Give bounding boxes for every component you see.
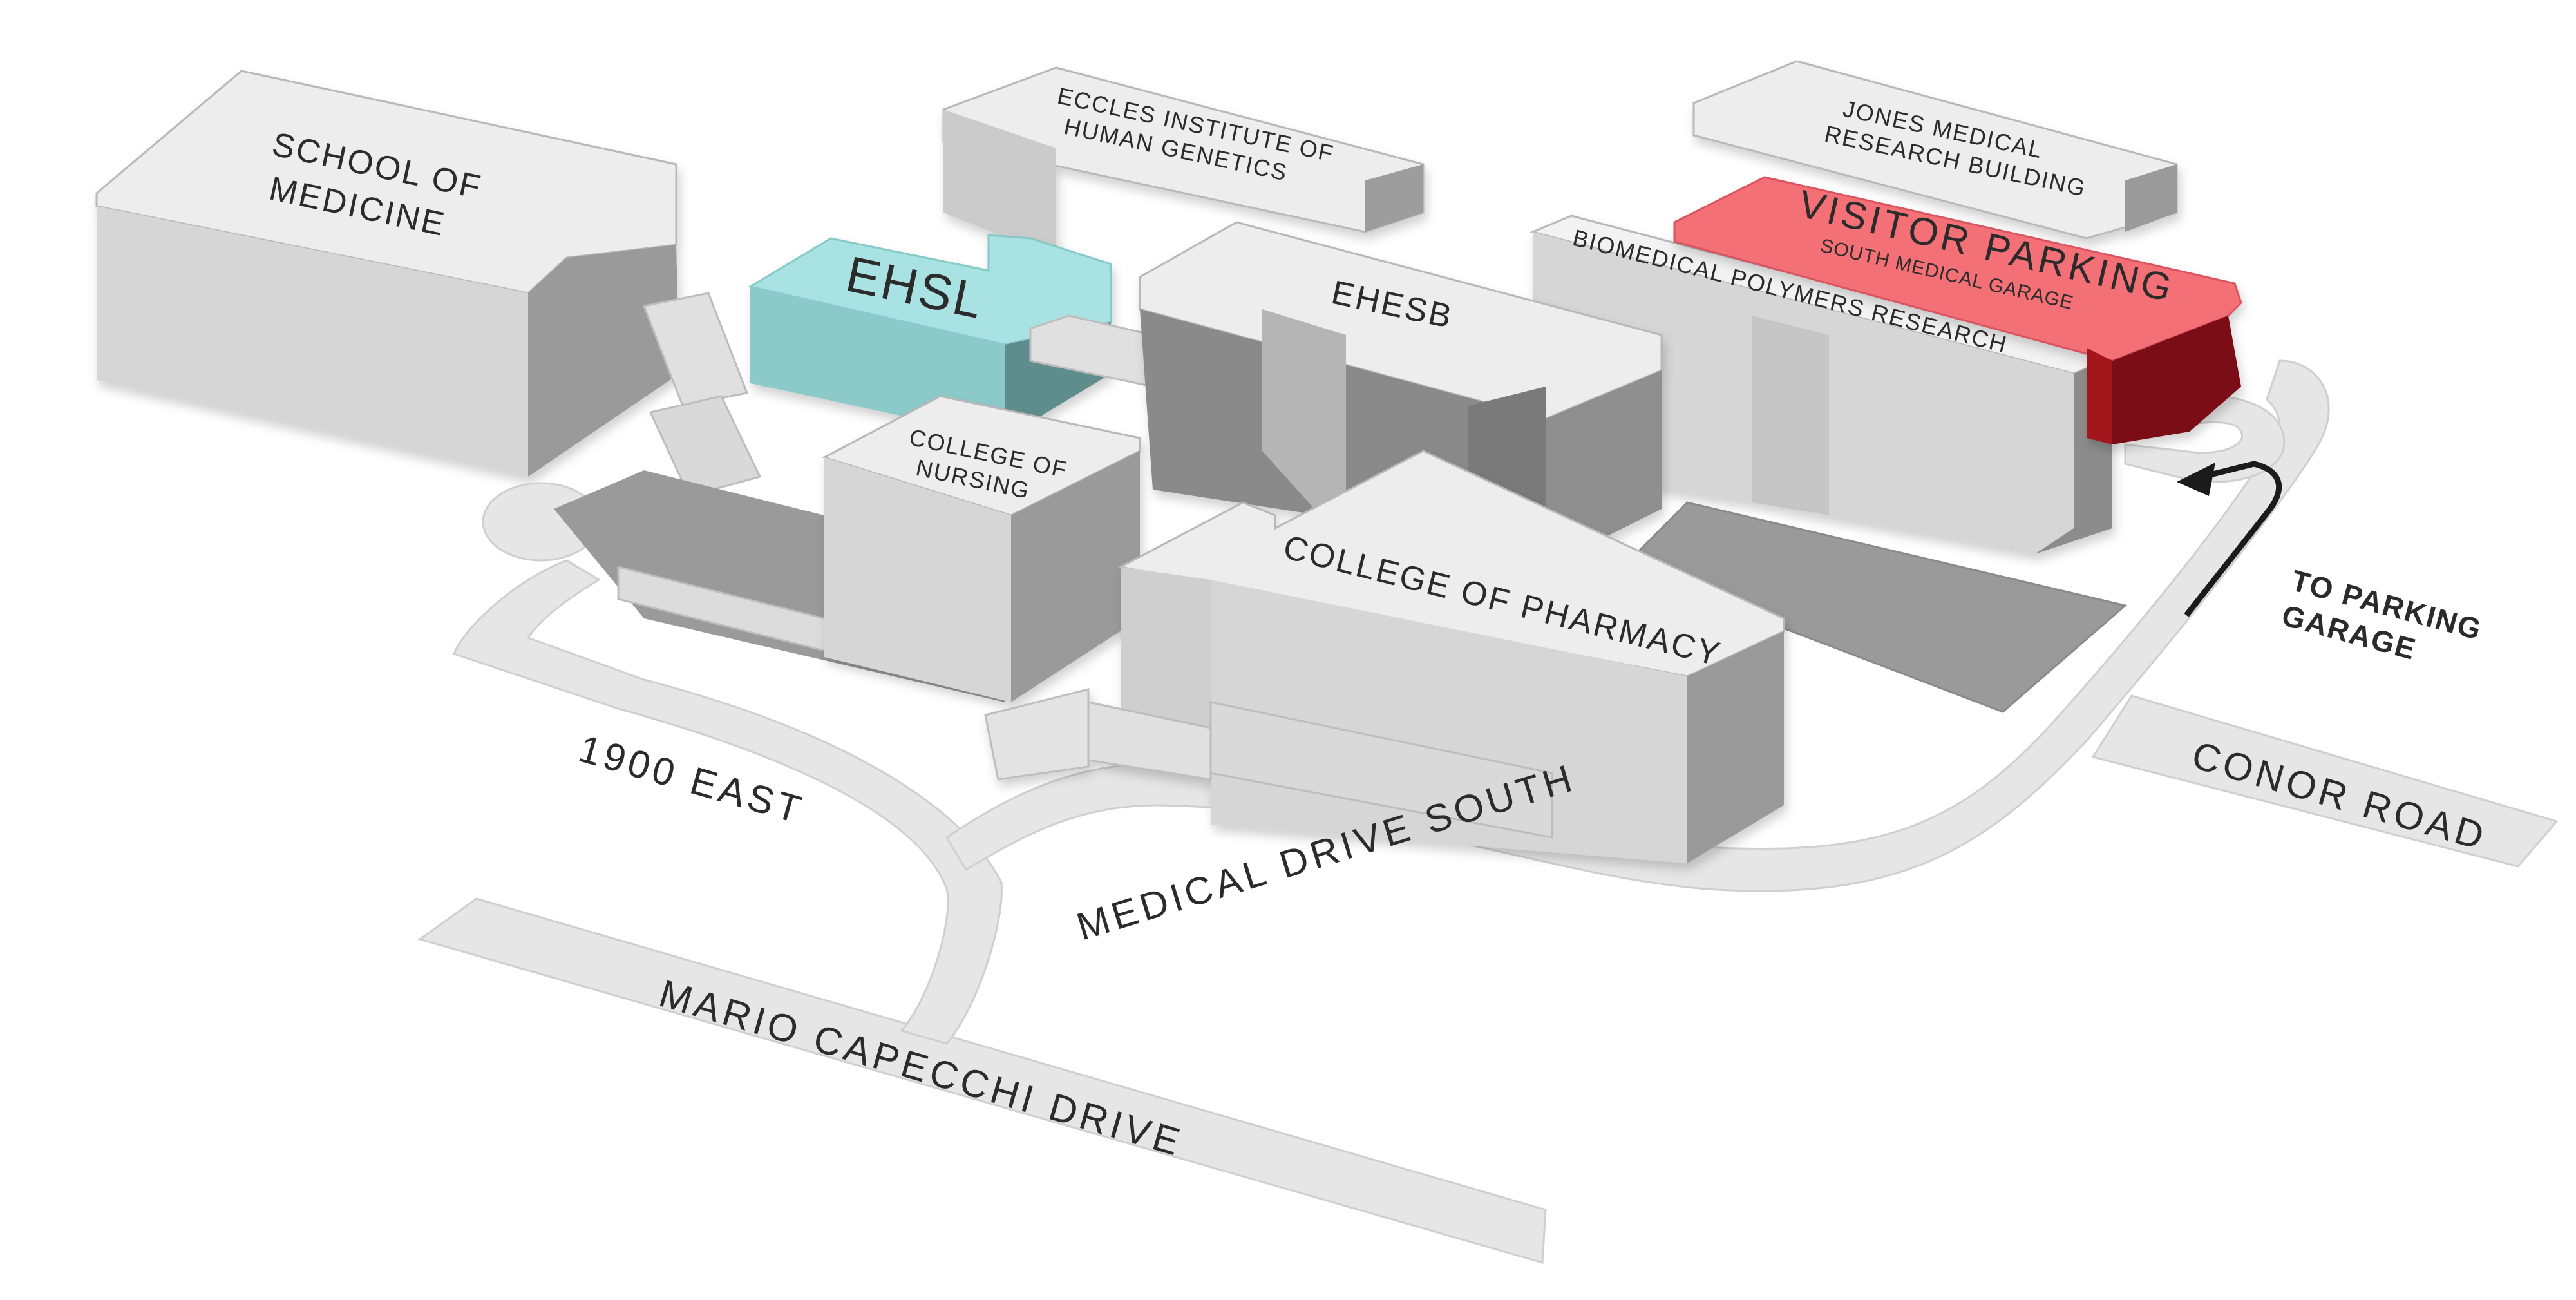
building-jones-medical[interactable] [1692, 60, 2178, 240]
building-ehesb[interactable] [1139, 221, 1663, 567]
road-1900-east[interactable] [453, 559, 1003, 1045]
label-to-parking-garage: TO PARKING GARAGE [2278, 563, 2495, 683]
road-mario-capecchi-drive[interactable] [417, 897, 1547, 1264]
building-eccles-institute[interactable] [942, 66, 1425, 258]
building-visitor-parking[interactable] [1673, 176, 2242, 444]
building-biomedical-polymers[interactable] [1530, 215, 2116, 554]
building-school-of-medicine[interactable] [95, 70, 679, 477]
direction-arrow-icon [2177, 461, 2282, 617]
roads [417, 359, 2559, 1264]
surface-lot [1621, 501, 2128, 713]
road-conor-road[interactable] [2091, 694, 2559, 868]
building-college-of-nursing[interactable] [822, 395, 1141, 702]
building-college-of-pharmacy[interactable] [984, 450, 1785, 863]
